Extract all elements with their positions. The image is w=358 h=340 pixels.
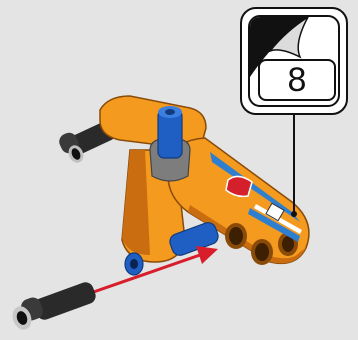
black-pin-bottom [9,280,97,332]
step-number: 8 [258,59,336,101]
callout-inner: 8 [248,15,340,107]
blue-pin-top [158,106,182,158]
step-callout: 8 [240,7,348,115]
callout-leader-line [293,115,295,213]
